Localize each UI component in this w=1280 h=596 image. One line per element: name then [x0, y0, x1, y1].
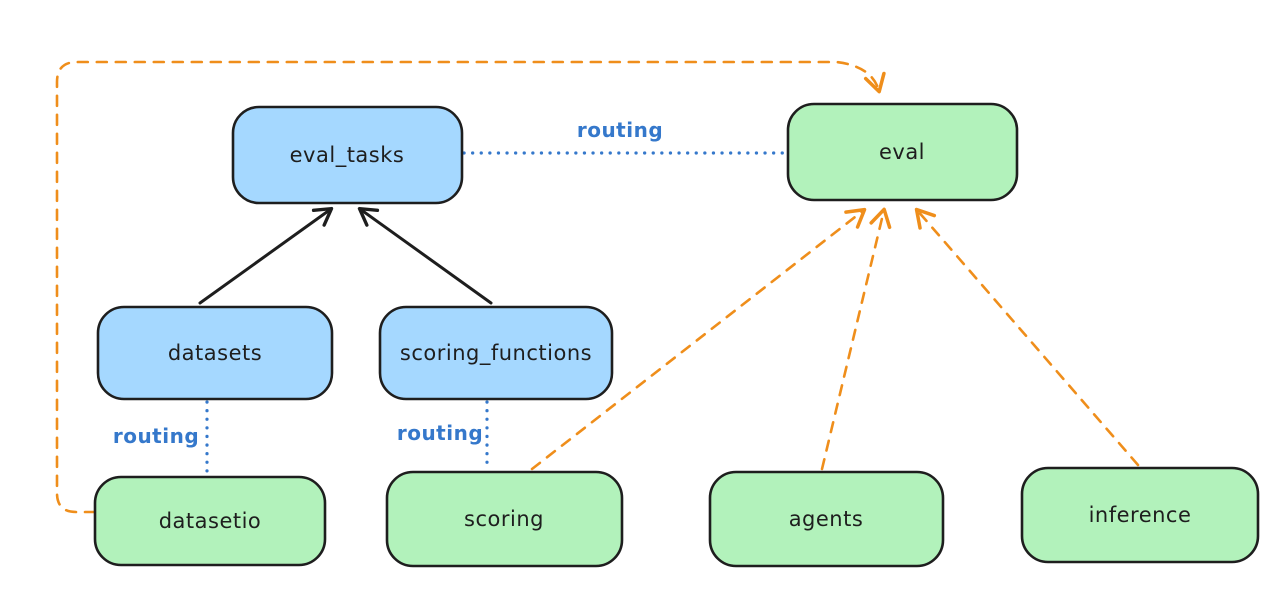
node-scoring: scoring [385, 470, 624, 568]
node-agents-box [708, 470, 945, 568]
edge-scoring-functions-to-eval-tasks [357, 206, 493, 305]
node-eval-tasks-box [231, 105, 464, 205]
node-eval-tasks-label: eval_tasks [290, 143, 405, 168]
edge-agents-to-eval [820, 207, 892, 471]
node-scoring-box [385, 470, 624, 568]
node-agents-label: agents [789, 507, 864, 531]
node-eval-label: eval [879, 140, 925, 164]
node-inference: inference [1020, 466, 1260, 564]
node-datasetio: datasetio [93, 475, 327, 567]
node-scoring-functions-box [378, 305, 614, 401]
edge-inference-to-eval [914, 207, 1140, 467]
edge-scoring-to-eval [530, 207, 867, 471]
edge-datasets-to-eval-tasks [198, 206, 334, 305]
node-agents: agents [708, 470, 945, 568]
routing-label-datasets: routing [113, 424, 199, 448]
node-eval-tasks: eval_tasks [231, 105, 464, 205]
node-datasets: datasets [96, 305, 334, 401]
edge-datasetio-to-eval-loop [55, 60, 886, 514]
routing-label-top: routing [577, 118, 663, 142]
node-datasets-label: datasets [168, 341, 262, 365]
node-scoring-functions: scoring_functions [378, 305, 614, 401]
node-eval-box [786, 102, 1019, 202]
node-inference-label: inference [1089, 503, 1192, 527]
node-scoring-functions-label: scoring_functions [400, 341, 592, 366]
node-inference-box [1020, 466, 1260, 564]
node-datasets-box [96, 305, 334, 401]
node-scoring-label: scoring [464, 507, 544, 531]
node-eval: eval [786, 102, 1019, 202]
node-datasetio-label: datasetio [159, 509, 262, 533]
routing-label-scoring: routing [397, 421, 483, 445]
node-datasetio-box [93, 475, 327, 567]
